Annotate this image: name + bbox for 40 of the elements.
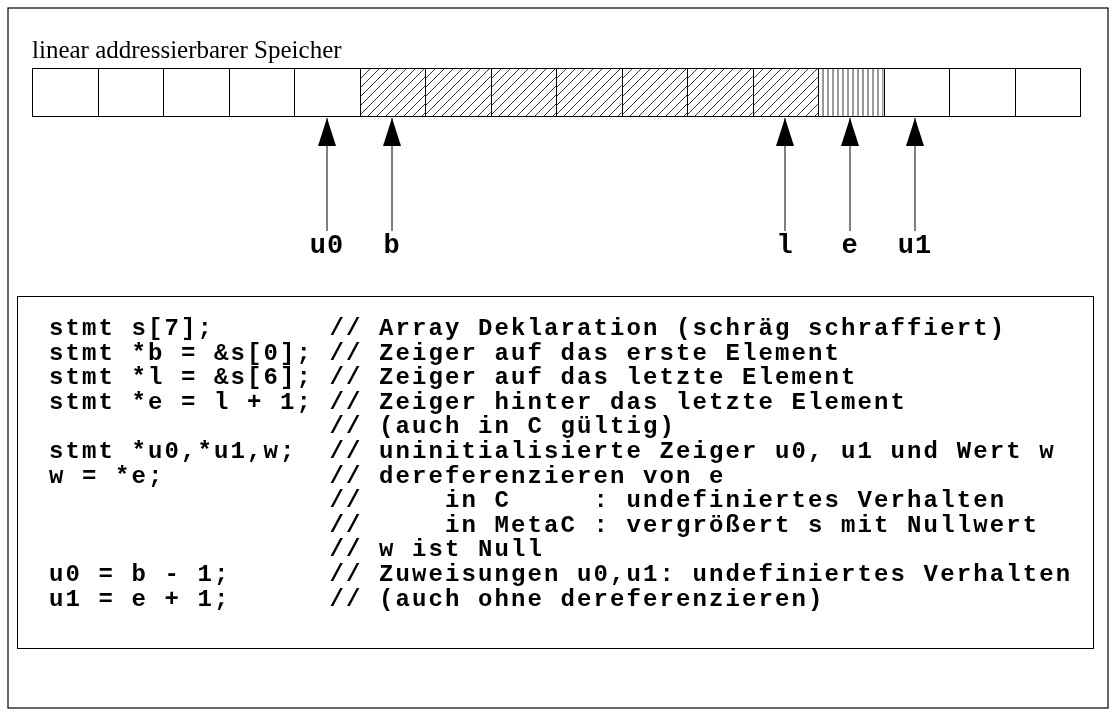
- memory-cell: [818, 68, 885, 117]
- code-line: stmt *l = &s[6]; // Zeiger auf das letzte Element: [49, 366, 858, 391]
- code-line: // (auch in C gültig): [328, 415, 677, 440]
- memory-cell: [556, 68, 623, 117]
- memory-cell: [883, 68, 950, 117]
- pointer-arrow: [776, 117, 794, 232]
- code-line: // in MetaC : vergrößert s mit Nullwert: [328, 513, 1041, 539]
- pointer-arrow: [841, 117, 859, 232]
- pointer-arrow: [383, 117, 401, 232]
- pointer-arrow: [906, 117, 924, 232]
- code-line: stmt *u0,*u1,w; // uninitialisierte Zeiger u0, u1 und Wert w: [49, 439, 1057, 465]
- code-line: // w ist Null: [328, 538, 545, 563]
- heading: linear addressierbarer Speicher: [32, 36, 342, 64]
- code-line: // in C : undefiniertes Verhalten: [328, 489, 1007, 514]
- code-line: w = *e; // dereferenzieren von e: [49, 464, 726, 490]
- pointer-label: b: [362, 232, 422, 260]
- code-line: u1 = e + 1; // (auch ohne dereferenzieren): [49, 587, 826, 613]
- pointer-label: e: [820, 232, 880, 260]
- pointer-arrow: [318, 117, 336, 232]
- pointer-label: u0: [297, 232, 357, 260]
- memory-cell: [97, 68, 164, 117]
- memory-cell: [949, 68, 1016, 117]
- code-line: stmt *b = &s[0]; // Zeiger auf das erste Element: [49, 341, 842, 367]
- code-listing: [17, 296, 1094, 649]
- pointer-label: u1: [885, 232, 945, 260]
- memory-cell: [359, 68, 426, 117]
- memory-cell: [621, 68, 688, 117]
- memory-cell: [163, 68, 230, 117]
- memory-cell: [32, 68, 99, 117]
- memory-cell: [687, 68, 754, 117]
- memory-cell: [490, 68, 557, 117]
- memory-cell: [425, 68, 492, 117]
- memory-cell: [1014, 68, 1081, 117]
- pointer-label: l: [755, 232, 815, 260]
- memory-cell: [752, 68, 819, 117]
- code-line: u0 = b - 1; // Zuweisungen u0,u1: undefiniertes Verhalten: [49, 562, 1074, 588]
- code-line: stmt s[7]; // Array Deklaration (schräg schraffiert): [49, 317, 1008, 342]
- memory-cell: [294, 68, 361, 117]
- code-line: stmt *e = l + 1; // Zeiger hinter das letzte Element: [49, 390, 909, 416]
- memory-cell: [228, 68, 295, 117]
